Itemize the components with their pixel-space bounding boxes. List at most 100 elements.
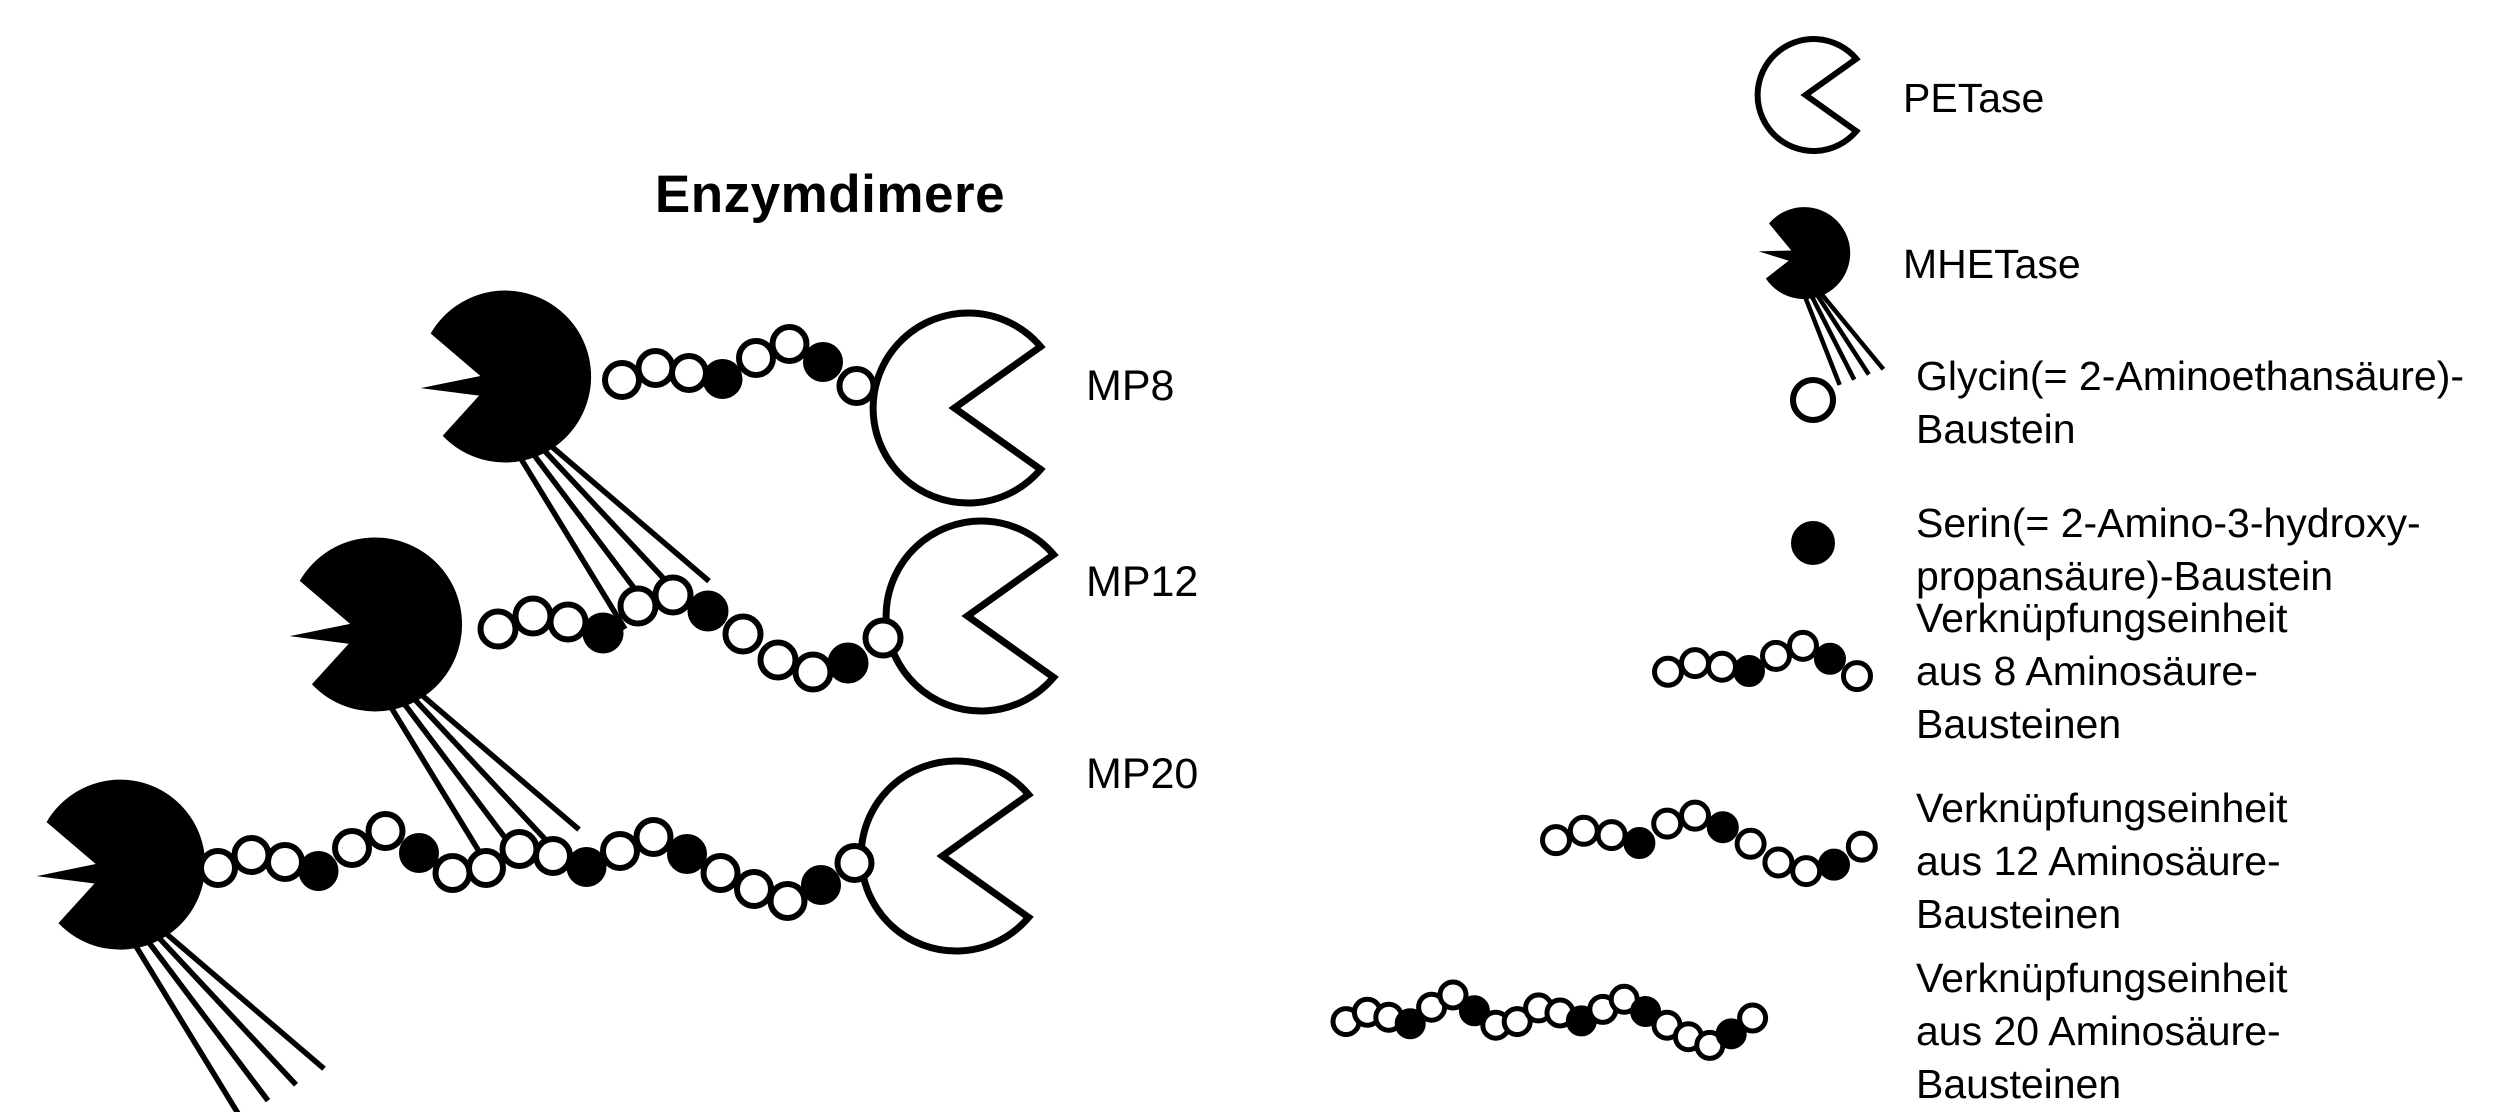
glycin-bead — [365, 811, 406, 851]
glycin-bead — [862, 617, 904, 659]
mhetase-body — [1758, 207, 1851, 300]
legend-petase-icon — [1754, 36, 1861, 154]
serin-bead — [582, 612, 624, 654]
glycin-bead — [669, 353, 709, 393]
legend-label-line: Verknüpfungseinheit — [1916, 955, 2288, 1001]
serin-bead — [1715, 1018, 1747, 1050]
glycin-bead — [722, 613, 764, 655]
mhetase-whisker-line — [140, 918, 299, 1087]
legend-label-line: Verknüpfungseinheit — [1916, 785, 2288, 831]
glycin-bead — [1540, 824, 1572, 857]
serin-bead — [566, 847, 607, 887]
glycin-bead — [547, 601, 589, 643]
legend-label-line: Serin(= 2-Amino-3-hydroxy- — [1916, 500, 2421, 546]
mhetase-whisker-line — [411, 685, 581, 832]
mhetase-whisker-line — [395, 679, 554, 848]
glycin-bead — [633, 817, 674, 857]
serin-bead — [667, 834, 707, 874]
glycin-bead — [736, 338, 776, 378]
mhetase-whisker-line — [541, 437, 711, 584]
serin-bead — [1818, 848, 1850, 881]
glycin-bead — [1595, 819, 1628, 852]
legend-label-line: propansäure)-Baustein — [1916, 553, 2334, 599]
glycin-bead — [617, 585, 659, 627]
mhetase-icon-mp12 — [289, 537, 581, 879]
glycin-bead — [1841, 660, 1873, 693]
linker-chain-mp20 — [198, 811, 875, 921]
mhetase-whisker-line — [380, 673, 526, 864]
serin-bead — [1458, 995, 1490, 1027]
legend-label-serin: Serin(= 2-Amino-3-hydroxy- propansäure)-… — [1916, 497, 2421, 603]
mhetase-whisker-line — [125, 913, 271, 1103]
glycin-bead — [600, 831, 640, 871]
linker-chain-mp12 — [477, 574, 904, 693]
glycin-bead — [1437, 979, 1469, 1011]
glycin-bead — [1706, 650, 1738, 683]
legend-label-line: aus 20 Aminosäure- — [1916, 1008, 2281, 1054]
legend-label-line: Verknüpfungseinheit — [1916, 595, 2288, 641]
glycin-bead — [769, 324, 810, 364]
glycin-bead — [1787, 629, 1819, 662]
glycin-bead — [700, 853, 741, 893]
glycin-bead — [332, 828, 372, 868]
petase-icon-mp8 — [869, 309, 1046, 507]
glycin-bead — [432, 853, 473, 893]
mhetase-whisker-line — [1808, 282, 1871, 376]
serin-bead — [1814, 642, 1846, 675]
serin-bead — [702, 359, 743, 399]
legend-label-linker12: Verknüpfungseinheit aus 12 Aminosäure- B… — [1916, 782, 2288, 941]
mhetase-whisker-line — [156, 924, 326, 1071]
glycin-bead — [231, 835, 272, 875]
glycin-bead — [499, 829, 540, 869]
petase-icon-mp20 — [857, 757, 1034, 955]
legend-label-petase: PETase — [1903, 75, 2045, 121]
serin-bead — [298, 851, 339, 891]
glycin-bead — [1845, 830, 1878, 863]
legend-mhetase-icon — [1758, 207, 1886, 386]
glycin-bead — [792, 651, 834, 693]
glycin-bead — [1567, 814, 1600, 847]
dimer-label-mp12: MP12 — [1086, 558, 1199, 606]
mhetase-body — [36, 779, 206, 950]
glycin-bead — [1679, 799, 1711, 832]
legend-label-line: Bausteinen — [1916, 891, 2122, 937]
glycin-bead — [767, 881, 808, 921]
serin-bead — [1394, 1008, 1426, 1040]
serin-bead — [801, 865, 841, 905]
legend-label-line: Baustein — [1916, 406, 2076, 452]
legend-label-mhetase: MHETase — [1903, 241, 2081, 287]
glycin-bead — [466, 848, 506, 888]
legend-linker8-icon — [1652, 629, 1873, 693]
glycin-bead — [533, 836, 573, 876]
figure-title: Enzymdimere — [654, 165, 1006, 224]
mhetase-body — [289, 537, 463, 712]
glycin-bead — [1501, 1006, 1533, 1038]
glycin-bead — [836, 366, 877, 406]
mhetase-whisker-line — [1815, 286, 1886, 371]
serin-bead — [1623, 827, 1656, 860]
glycin-bead — [652, 574, 694, 616]
mhetase-whisker-line — [525, 431, 684, 599]
glycin-bead — [1652, 655, 1684, 688]
serin-bead — [1630, 996, 1662, 1028]
legend-label-line: aus 8 Aminosäure- — [1916, 648, 2258, 694]
legend-linker20-icon — [1330, 979, 1769, 1061]
glycin-bead — [734, 869, 774, 909]
mhetase-icon-mp20 — [36, 779, 326, 1112]
glycin-bead — [602, 360, 642, 400]
serin-bead — [803, 342, 843, 382]
legend-label-linker20: Verknüpfungseinheit aus 20 Aminosäure- B… — [1916, 952, 2288, 1111]
serin-bead — [1733, 655, 1765, 688]
glycin-bead — [1651, 807, 1684, 840]
mhetase-whisker-line — [510, 425, 656, 615]
legend-label-line: Bausteinen — [1916, 1061, 2122, 1107]
glycin-bead — [1762, 846, 1795, 879]
dimer-label-mp8: MP8 — [1086, 362, 1175, 410]
glycin-bead — [1790, 855, 1823, 888]
glycin-bead — [635, 348, 676, 388]
glycin-bead — [1679, 647, 1711, 680]
petase-icon-mp12 — [882, 517, 1059, 715]
glycin-bead — [757, 639, 799, 681]
linker-chain-mp8 — [602, 324, 877, 406]
glycin-bead — [1737, 1002, 1769, 1034]
